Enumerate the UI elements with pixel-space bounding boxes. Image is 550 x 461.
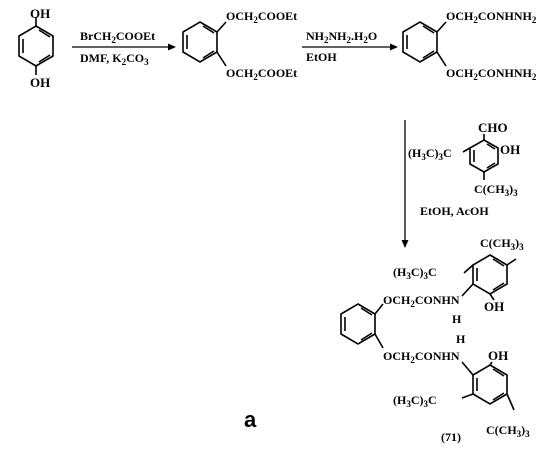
product-central-bond-bottom xyxy=(374,333,384,349)
reactant-benzene-ring xyxy=(18,25,54,67)
step1-arrow-group: BrCH2COOEt DMF, K2CO3 xyxy=(72,29,176,67)
aldehyde-ring-inner-bond xyxy=(486,143,496,150)
product-central-ring-inner-bond xyxy=(360,332,373,341)
product-lower-ring-inner-bond xyxy=(492,368,505,377)
product-lower-bond-tbu-left xyxy=(461,393,474,399)
aldehyde-tbu-right: C(CH3)3 xyxy=(474,182,518,198)
product-lower-ring-inner-bond xyxy=(492,392,505,401)
product-linker-bottom: OCH2CONHN xyxy=(383,349,460,365)
step1-arrowhead xyxy=(168,43,176,51)
step3-arrow-group xyxy=(401,120,409,248)
intermediate2-bond-bottom xyxy=(436,51,447,67)
product-upper-oh: OH xyxy=(484,299,504,314)
intermediate1-bond-bottom xyxy=(216,51,227,67)
product-upper-bond-n xyxy=(461,283,474,297)
product-central-ring xyxy=(340,303,376,345)
intermediate1-diester: OCH2COOEt OCH2COOEt xyxy=(182,9,297,82)
aldehyde-tbu-left: (H3C)3C xyxy=(408,146,452,162)
step2-reagent-line2: EtOH xyxy=(306,50,337,64)
step2-arrowhead xyxy=(390,43,398,51)
product-upper-tbu-right: C(CH3)3 xyxy=(480,236,524,252)
step3-aldehyde-reagent: CHO OH (H3C)3C C(CH3)3 xyxy=(408,120,520,198)
step2-reagent-line1: NH2NH2.H2O xyxy=(306,29,377,45)
intermediate1-sub-bottom: OCH2COOEt xyxy=(226,66,297,82)
intermediate2-dihydrazide: OCH2CONHNH2 OCH2CONHNH2 xyxy=(402,9,537,82)
aldehyde-cho: CHO xyxy=(478,120,508,135)
step1-reagent-line1: BrCH2COOEt xyxy=(80,29,155,45)
product-linker-top: OCH2CONHN xyxy=(383,293,460,309)
aldehyde-oh: OH xyxy=(500,142,520,157)
reactant-ring-inner-bond xyxy=(38,29,51,38)
product-lower-bond-tbu-right xyxy=(506,393,515,411)
product-lower-ring xyxy=(472,364,508,405)
product-upper-ring xyxy=(472,254,508,295)
reactant-ring-inner-bond xyxy=(38,54,51,63)
reactant-oh-bottom: OH xyxy=(30,75,50,90)
step1-reagent-line2: DMF, K2CO3 xyxy=(80,51,149,67)
product-upper-ring-inner-bond xyxy=(492,258,505,267)
product-lower-oh: OH xyxy=(488,348,508,363)
product-lower-bond-n xyxy=(461,361,474,376)
product-lower-bond-oh xyxy=(489,361,493,366)
intermediate2-ring-inner-bond xyxy=(422,50,435,59)
product-71: C(CH3)3 (H3C)3C OH H OCH2CONHN OCH2CONHN… xyxy=(340,236,530,444)
step2-arrow-group: NH2NH2.H2O EtOH xyxy=(302,29,398,64)
scheme-label: a xyxy=(244,407,257,432)
intermediate1-ring-inner-bond xyxy=(202,50,215,59)
reactant-resorcinol: OH OH xyxy=(18,6,54,90)
compound-number: (71) xyxy=(441,430,461,444)
product-upper-tbu-left: (H3C)3C xyxy=(393,265,437,281)
product-upper-bond-oh xyxy=(489,293,495,301)
intermediate1-bond-top xyxy=(216,21,227,33)
intermediate1-ring-inner-bond xyxy=(202,25,215,34)
aldehyde-bond-tbu xyxy=(462,147,471,153)
product-upper-nh-h: H xyxy=(452,312,462,326)
product-lower-tbu-right: C(CH3)3 xyxy=(486,423,530,439)
product-lower-tbu-left: (H3C)3C xyxy=(393,393,437,409)
product-central-ring-inner-bond xyxy=(360,307,373,316)
intermediate2-bond-top xyxy=(436,21,447,33)
intermediate2-ring-inner-bond xyxy=(422,25,435,34)
intermediate2-benzene-ring xyxy=(402,21,438,63)
product-lower-nh-h: H xyxy=(456,332,466,346)
product-upper-bond-tbu-left xyxy=(463,264,474,274)
step3-arrowhead xyxy=(401,240,409,248)
product-upper-bond-tbu-right xyxy=(506,258,517,266)
product-central-bond-top xyxy=(374,303,384,315)
product-upper-ring-inner-bond xyxy=(492,282,505,291)
step3-conditions: EtOH, AcOH xyxy=(420,204,489,218)
intermediate2-sub-bottom: OCH2CONHNH2 xyxy=(446,66,537,82)
aldehyde-ring-inner-bond xyxy=(486,162,496,169)
intermediate2-sub-top: OCH2CONHNH2 xyxy=(446,9,537,25)
intermediate1-benzene-ring xyxy=(182,21,218,63)
reactant-oh-top: OH xyxy=(30,6,50,21)
intermediate1-sub-top: OCH2COOEt xyxy=(226,9,297,25)
